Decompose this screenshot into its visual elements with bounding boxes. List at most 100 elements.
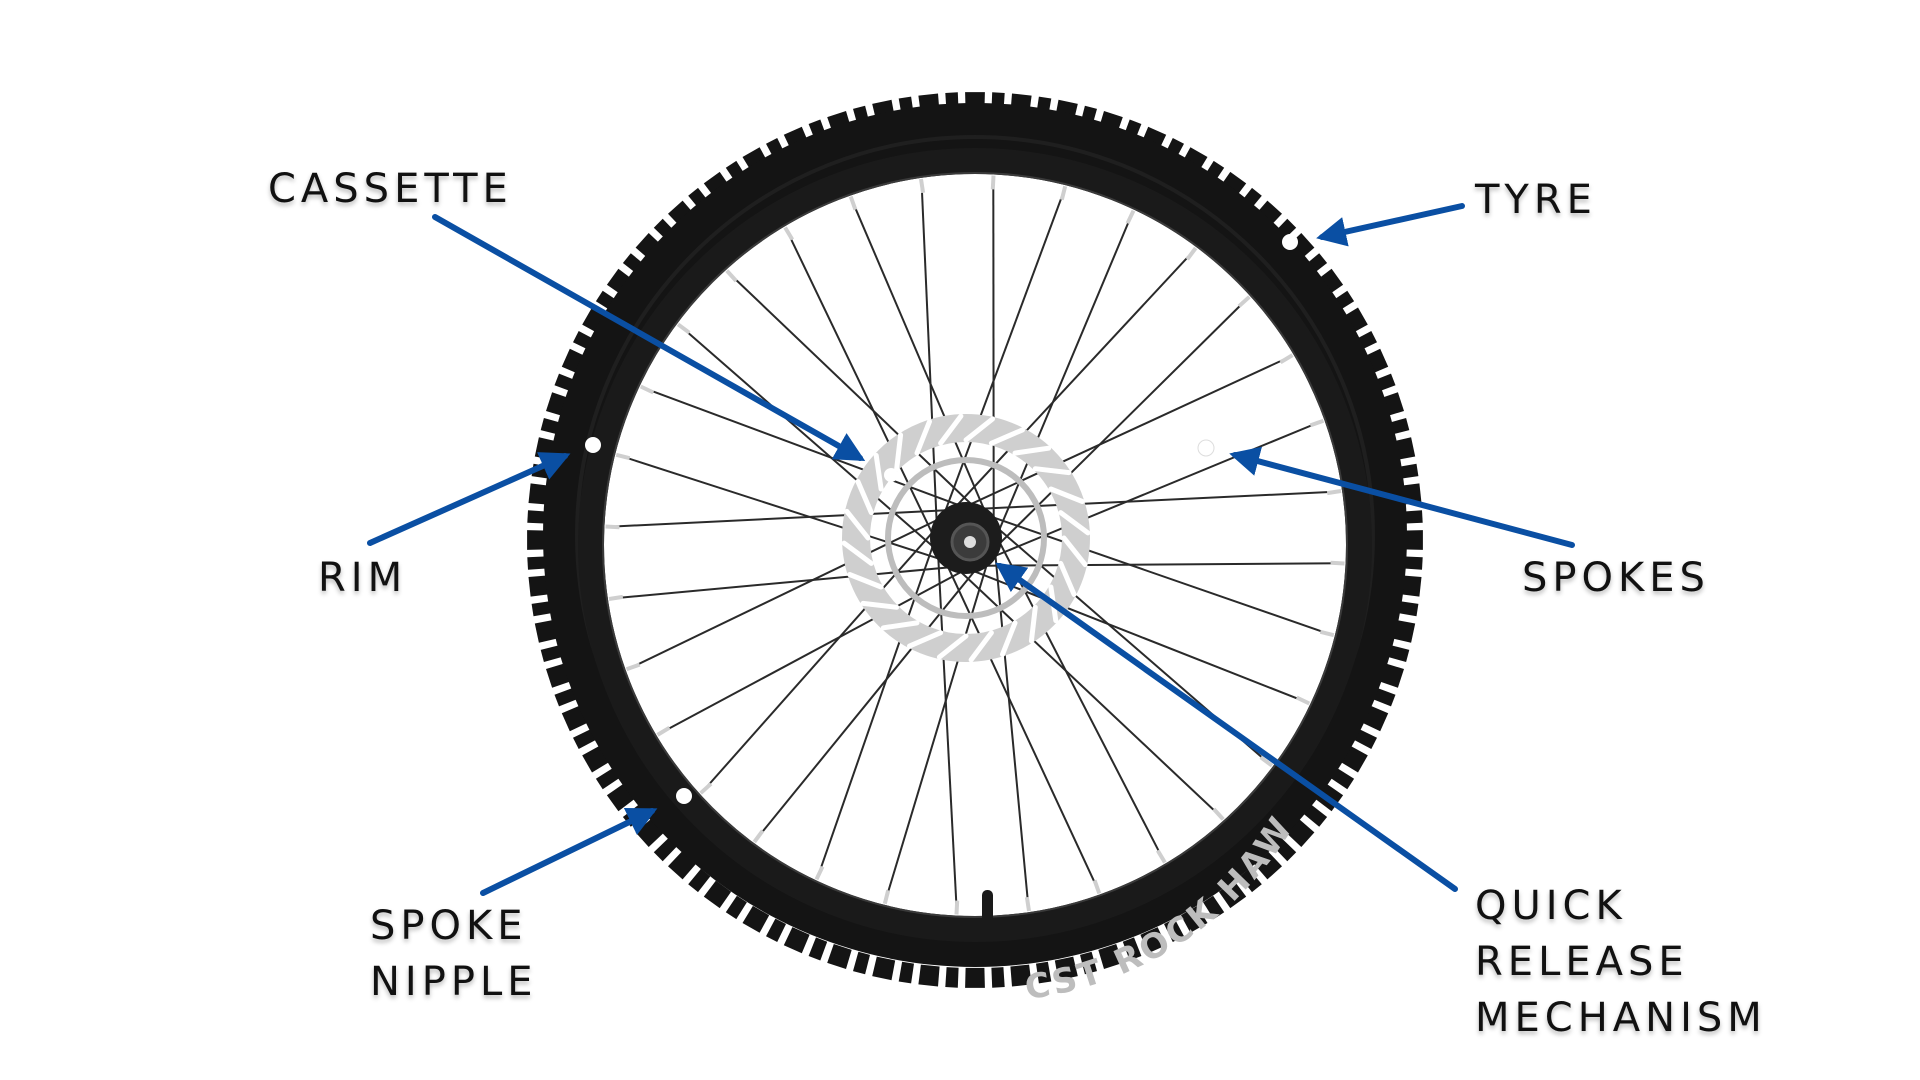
rim-label-text: RIM: [318, 555, 408, 601]
cassette-arrow: [432, 214, 866, 461]
rotor-cutout: [855, 479, 874, 516]
tread-knob: [653, 838, 677, 862]
rotor-cutout: [860, 600, 900, 610]
spokes-arrow: [1229, 446, 1575, 548]
tyre-arrow: [1316, 203, 1465, 247]
tread-knob: [1239, 868, 1262, 893]
quick-release-arrow: [995, 562, 1458, 892]
spoke-nipples: [605, 175, 1345, 915]
rotor-cutout: [1028, 604, 1038, 644]
tread-knob: [1010, 964, 1032, 987]
tread-knob: [527, 530, 548, 550]
spoke: [998, 542, 1164, 860]
tread-knob: [1353, 729, 1377, 749]
tread-knob: [783, 927, 810, 954]
spoke-nipple: [1059, 185, 1068, 201]
tread-knob: [1396, 601, 1419, 617]
rotor-cutout: [1058, 560, 1077, 597]
spoke-nipple: [725, 269, 738, 283]
spoke: [947, 566, 1099, 891]
spoke: [959, 570, 1222, 818]
tread-knob: [965, 967, 985, 988]
quick-release-line-1: QUICK: [1475, 883, 1627, 929]
spoke-nipple: [1092, 879, 1102, 895]
rotor-cutout: [963, 416, 996, 443]
tread-knob: [918, 964, 940, 987]
tyre-highlight-dot: [1282, 234, 1298, 250]
tread-knob: [1273, 838, 1297, 862]
rotor-cutout: [847, 572, 884, 590]
hub-axle-centre: [964, 536, 976, 548]
tread-knob: [991, 967, 1005, 988]
tread-knob: [1054, 956, 1078, 981]
spoke: [992, 516, 1331, 636]
spoke-nipple: [919, 178, 926, 194]
spoke-nipple: [1185, 246, 1198, 261]
spokes-label: SPOKES: [1522, 550, 1710, 606]
spoke: [973, 570, 1307, 703]
rotor-cutout: [844, 508, 871, 541]
tyre-label-text: TYRE: [1475, 177, 1597, 223]
spoke-nipple-label: SPOKE NIPPLE: [370, 898, 538, 1010]
tread-knob: [853, 951, 870, 975]
rotor-cutout: [880, 620, 920, 631]
tread-knob: [534, 619, 559, 643]
disc-rotor: [841, 413, 1091, 663]
tread-knob: [528, 575, 551, 597]
nipple-highlight-dot: [676, 788, 692, 804]
tread-knob: [872, 956, 896, 981]
tread-knob: [1330, 768, 1355, 790]
spoke: [970, 356, 1290, 506]
rim-label: RIM: [318, 550, 407, 606]
spoke: [982, 490, 1338, 510]
spoke-nipple: [1295, 695, 1311, 706]
tread-knob: [808, 937, 828, 961]
tread-knob: [531, 601, 554, 617]
tread-knob: [688, 868, 711, 893]
spoke-nipple: [1155, 849, 1167, 864]
cassette-label-text: CASSETTE: [268, 166, 513, 212]
spoke-nipple: [1326, 489, 1342, 496]
spokes-label-text: SPOKES: [1522, 555, 1710, 601]
spoke-nipple: [625, 662, 641, 672]
tread-knob: [725, 895, 747, 920]
tread-knob: [527, 510, 548, 524]
rotor-cutout: [1012, 445, 1052, 456]
tread-knob: [1122, 937, 1142, 961]
spoke-nipple-line-1: SPOKE: [370, 903, 528, 949]
spoke: [998, 298, 1248, 545]
spoke-nipple: [676, 322, 691, 335]
spoke-nipple: [882, 889, 891, 905]
spoke: [884, 564, 988, 901]
rotor-cutout: [914, 419, 932, 456]
rotor-cutout: [936, 633, 969, 660]
rotor-cutout: [1032, 466, 1072, 476]
spoke-nipple: [1125, 209, 1136, 225]
spoke-nipple: [1319, 629, 1335, 638]
spoke-nipple: [752, 829, 765, 844]
spoke: [998, 213, 1133, 531]
quick-release-line-2: RELEASE: [1475, 939, 1689, 985]
pointer-arrows: [367, 203, 1575, 896]
highlight-dots: [585, 234, 1298, 804]
tread-knob: [742, 905, 770, 933]
tread-knob: [527, 556, 548, 570]
tread-knob: [898, 961, 914, 984]
spoke: [937, 557, 958, 911]
spoke: [985, 562, 1341, 567]
spoke: [994, 554, 1030, 908]
rotor-cutout: [988, 427, 1025, 446]
rotor-cutout: [894, 432, 904, 472]
rotor-cutout: [907, 630, 944, 649]
tread-knob: [1402, 530, 1423, 550]
tread-knob: [668, 851, 696, 880]
spoke-nipple: [1259, 755, 1274, 768]
spoke-nipple: [699, 782, 713, 795]
spoke-nipple: [1330, 560, 1345, 566]
tread-knob: [595, 768, 620, 790]
spoke-nipple: [783, 226, 795, 241]
spoke: [755, 570, 976, 840]
rim-inner-edge: [602, 172, 1348, 918]
spoke: [956, 250, 1195, 506]
